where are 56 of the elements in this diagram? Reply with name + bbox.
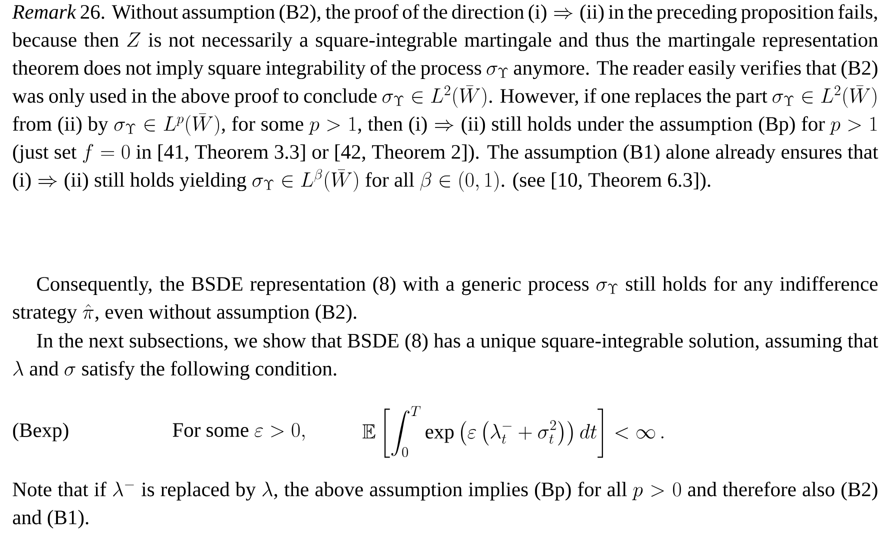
label: $\beta \in (0,1)$ — [420, 171, 498, 192]
label: $\hat{\pi}$ — [82, 304, 94, 319]
label: still holds for any indifference — [626, 276, 878, 296]
label: $\lambda$ — [13, 361, 24, 376]
label: $\lambda^-$ — [113, 482, 134, 496]
label: . However, if one replaces the part — [489, 88, 768, 107]
label: $p > 1$ — [830, 116, 877, 135]
label: $\sigma_\Upsilon \in L^\beta(\bar{W})$ — [252, 168, 358, 192]
label: was only used in the above proof to conclude — [12, 88, 377, 108]
paragraph: Note that if $\lambda^-$ is replaced by $\lambda$, the above assumption implies (Bp) for all $p > 0$ and therefore also (B2) and (B1). — [12, 482, 878, 528]
label: Note that if — [12, 482, 106, 496]
label: from (ii) by — [12, 116, 108, 136]
label: is not necessarily a square-integrable martingale and thus the martingale representation — [148, 32, 878, 52]
label: theorem does not imply square integrability of the process — [12, 60, 482, 80]
label: , the above assumption implies (Bp) for all — [274, 482, 627, 500]
paragraph: In the next subsections, we show that BSDE (8) has a unique square-integrable solution, assuming that $\lambda$ and $\sigma$ satisfy the following condition. — [13, 333, 878, 380]
label: strategy — [13, 307, 78, 324]
label: Consequently, the BSDE representation (8) with a generic process — [37, 276, 589, 296]
label: , for some — [222, 116, 304, 134]
label: $\sigma_\Upsilon \in L^2(\bar{W})$ — [382, 85, 486, 108]
paragraph: Remark 26. Without assumption (B2), the proof of the direction $\text{(i)}\Rightarrow\text{(ii)}$ in the preceding proposition fails, because then $Z$ is not necessarily a square-integrable martingale and thus the martingale representation theorem does not imply square integrability of the process $\sigma_\Upsilon$ anymore. The reader easily verifies that (B2) was only used in the above proof to conclude $\sigma_\Upsilon \in L^2(\bar{W})$. However, if one replaces the part $\sigma_\Upsilon \in L^2(\bar{W})$ from (ii) by $\sigma_\Upsilon \in L^p(\bar{W})$, for some $p > 1$, then $\text{(i)}\Rightarrow\text{(ii)}$ still holds under the assumption (Bp) for $p > 1$ (just set $f = 0$ in [41, Theorem 3.3] or [42, Theorem 2]). The assumption (B1) alone already ensures that $\text{(i)}\Rightarrow\text{(ii)}$ still holds yielding $\sigma_\Upsilon \in L^\beta(\bar{W})$ for all $\beta \in (0,1)$. (see [10, Theorem 6.3]). — [12, 4, 878, 192]
paragraph: Consequently, the BSDE representation (8) with a generic process $\sigma_\Upsilon$ still holds for any indifference strategy $\hat{\pi}$, even without assumption (B2). — [13, 276, 878, 324]
label: $\sigma_\Upsilon \in L^2(\bar{W})$ — [772, 85, 876, 108]
label: $\text{(i)}\Rightarrow\text{(ii)}$ — [528, 4, 604, 23]
condition-text: For some $\varepsilon > 0,$ — [172, 423, 305, 441]
label: and (B1). — [12, 510, 88, 528]
label: Remark 26. Without assumption (B2), the proof of the direction — [12, 4, 524, 23]
label: satisfy the following condition. — [82, 361, 336, 380]
label: $\text{(i)}\Rightarrow\text{(ii)}$ — [13, 172, 88, 191]
label: , then — [358, 116, 403, 134]
label: still holds yielding — [94, 172, 246, 192]
label: $\lambda$ — [262, 482, 273, 496]
label: $f = 0$ — [82, 144, 130, 163]
label: in [41, Theorem 3.3] or [42, Theorem 2]). The assumption (B1) alone already ensures that — [136, 144, 878, 164]
label: $p > 1$ — [308, 116, 356, 135]
label: anymore. The reader easily verifies that (B2) — [514, 60, 878, 80]
label: (just set — [13, 144, 77, 163]
label: $\sigma$ — [64, 366, 76, 376]
label: for all — [366, 172, 414, 187]
label: $\sigma_\Upsilon$ — [486, 66, 508, 78]
label: $p > 0$ — [632, 482, 681, 500]
label: . (see [10, Theorem 6.3]). — [502, 172, 710, 191]
label: , even without assumption (B2). — [95, 304, 356, 323]
label: still holds under the assumption (Bp) for — [492, 116, 825, 135]
label: $\text{(i)}\Rightarrow\text{(ii)}$ — [409, 116, 485, 135]
label: is replaced by — [142, 482, 256, 501]
label: In the next subsections, we show that BSDE (8) has a unique square-integrable solution, assuming that — [36, 333, 878, 352]
label: because then — [12, 32, 119, 47]
label: in the preceding proposition fails, — [608, 4, 877, 24]
label: $\sigma_\Upsilon$ — [596, 282, 618, 294]
label: $Z$ — [127, 32, 141, 47]
label: and — [30, 361, 59, 376]
label: $\sigma_\Upsilon \in L^p(\bar{W})$ — [114, 113, 220, 136]
condition-label: (Bexp) — [13, 422, 68, 442]
label: and therefore also (B2) — [688, 482, 878, 500]
equation: $\mathbb{E}\left[\int_0^T \exp\left(\varepsilon\left(\lambda_t^- + \sigma_t^2\right)\right) dt\right] < \infty\,.$ — [362, 406, 664, 458]
